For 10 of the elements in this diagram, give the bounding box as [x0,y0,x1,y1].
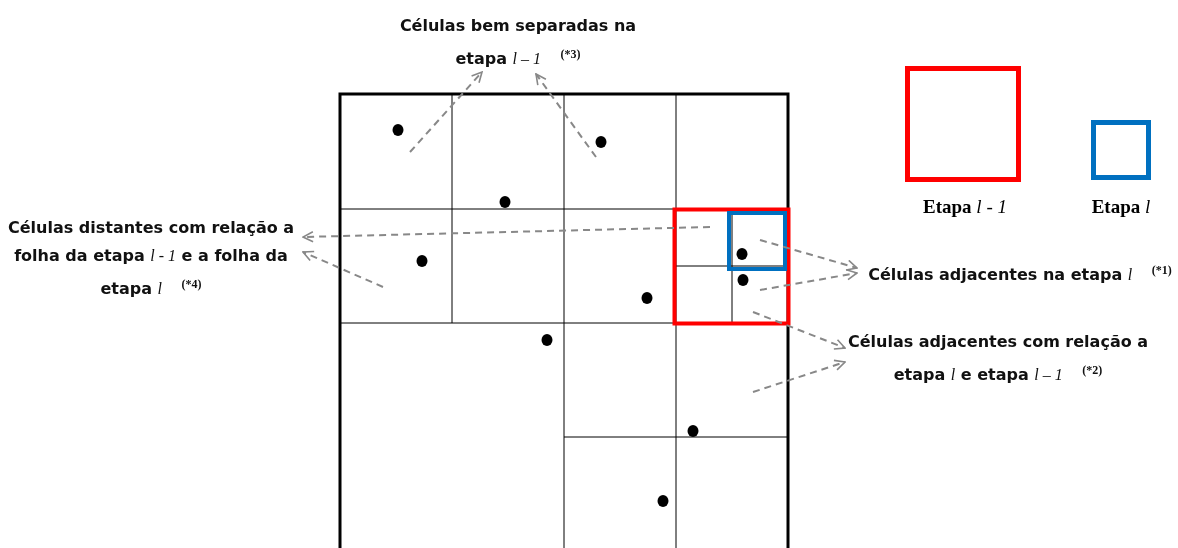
leader-arrow [409,71,483,153]
leader-arrow [302,250,384,288]
legend-label: Etapa l - 1 [922,196,1008,218]
leader-arrow [535,73,597,158]
leader-arrow [302,226,711,243]
leader-arrow [759,269,858,291]
leader-arrow [759,239,858,271]
legend-label: Etapa l [1090,196,1152,218]
leader-arrow [752,359,846,393]
leader-arrow [752,311,846,350]
